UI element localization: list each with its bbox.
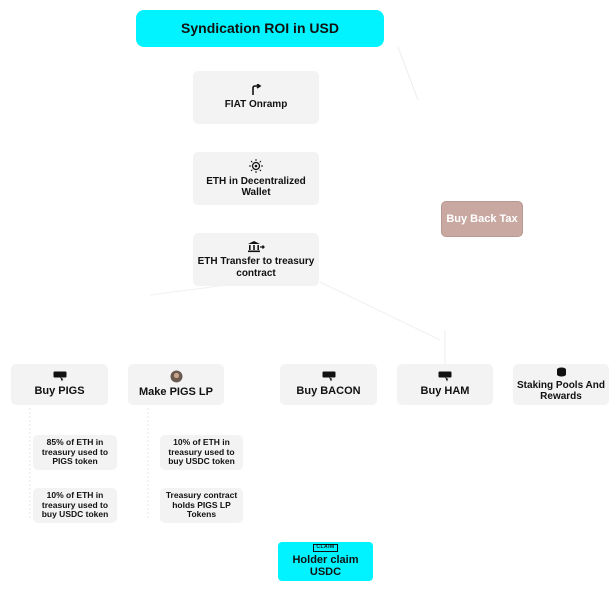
buy-badge-icon (438, 371, 452, 382)
buy-badge-icon (322, 371, 335, 382)
eth-wallet-label: ETH in Decentralized Wallet (206, 175, 306, 199)
holder-claim-label: Holder claim USDC (292, 553, 359, 579)
holder-claim-node[interactable]: CLAIM Holder claim USDC (278, 542, 373, 581)
eth-transfer-node[interactable]: ETH Transfer to treasury contract (193, 233, 319, 286)
lp-detail-1-text: 10% of ETH in treasury used to buy USDC … (168, 436, 235, 467)
make-pigs-lp-label: Make PIGS LP (139, 386, 213, 399)
pigs-detail-2-text: 10% of ETH in treasury used to buy USDC … (41, 489, 109, 520)
buy-ham-node[interactable]: Buy HAM (397, 364, 493, 405)
pigs-detail-1-text: 85% of ETH in treasury used to PIGS toke… (41, 436, 109, 467)
staking-pools-node[interactable]: Staking Pools And Rewards (513, 364, 609, 405)
buy-pigs-node[interactable]: Buy PIGS (11, 364, 108, 405)
lp-detail-2-text: Treasury contract holds PIGS LP Tokens (165, 489, 238, 520)
fiat-onramp-node[interactable]: FIAT Onramp (193, 71, 319, 124)
coins-icon (556, 367, 566, 376)
buy-bacon-node[interactable]: Buy BACON (280, 364, 377, 405)
make-pigs-lp-node[interactable]: Make PIGS LP (128, 364, 224, 405)
lp-detail-1[interactable]: 10% of ETH in treasury used to buy USDC … (160, 435, 243, 470)
fiat-onramp-label: FIAT Onramp (224, 99, 288, 111)
title-label: Syndication ROI in USD (181, 20, 339, 37)
lp-detail-2[interactable]: Treasury contract holds PIGS LP Tokens (160, 488, 243, 523)
title-node[interactable]: Syndication ROI in USD (136, 10, 384, 47)
treasury-transfer-icon (248, 241, 265, 253)
buy-pigs-label: Buy PIGS (34, 385, 85, 398)
arrow-up-right-icon (252, 84, 262, 96)
buy-badge-icon (53, 371, 66, 382)
pig-avatar-icon (170, 370, 182, 383)
buy-ham-label: Buy HAM (420, 385, 470, 398)
pigs-detail-2[interactable]: 10% of ETH in treasury used to buy USDC … (33, 488, 117, 523)
staking-pools-label: Staking Pools And Rewards (517, 379, 605, 403)
pigs-detail-1[interactable]: 85% of ETH in treasury used to PIGS toke… (33, 435, 117, 470)
eth-coin-icon (249, 158, 263, 173)
buy-back-tax-node[interactable]: Buy Back Tax (441, 201, 523, 237)
claim-badge-icon: CLAIM (313, 543, 338, 552)
eth-transfer-label: ETH Transfer to treasury contract (197, 256, 315, 279)
buy-back-tax-label: Buy Back Tax (446, 212, 518, 225)
eth-wallet-node[interactable]: ETH in Decentralized Wallet (193, 152, 319, 205)
buy-bacon-label: Buy BACON (296, 385, 361, 398)
